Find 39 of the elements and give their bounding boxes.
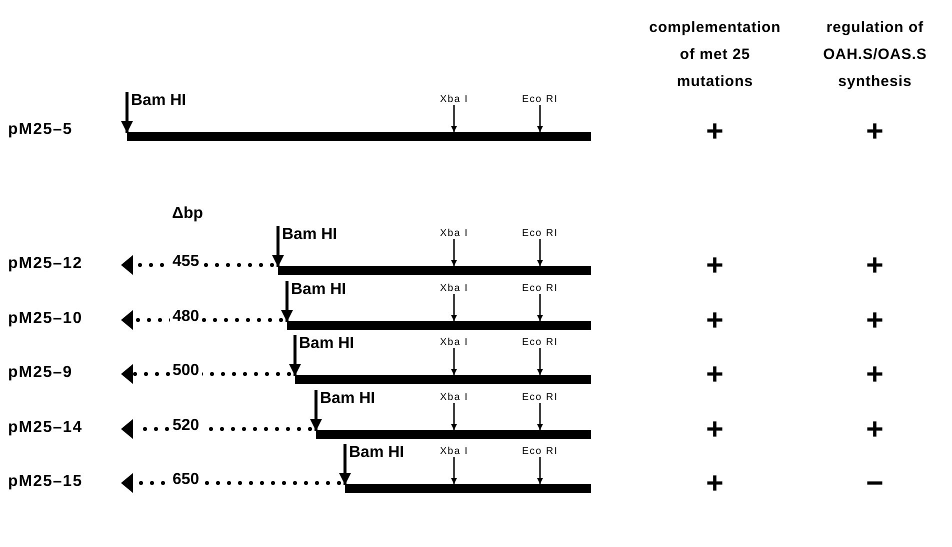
restriction-site-label: Bam HI: [299, 336, 354, 352]
column-header: regulation of OAH.S/OAS.S synthesis: [822, 18, 928, 92]
restriction-site-label: Xba I: [440, 284, 468, 294]
restriction-site-label: Xba I: [440, 393, 468, 403]
restriction-site-label: Xba I: [440, 229, 468, 239]
result-sign: +: [866, 117, 884, 147]
result-sign: +: [706, 415, 724, 445]
plasmid-label: pM25–10: [8, 311, 83, 327]
plasmid-label: pM25–15: [8, 474, 83, 490]
result-sign: +: [706, 469, 724, 499]
plasmid-label: pM25–5: [8, 122, 73, 138]
restriction-site-label: Bam HI: [131, 93, 186, 109]
restriction-site-label: Eco RI: [522, 95, 558, 105]
restriction-site-label: Bam HI: [282, 227, 338, 243]
result-sign: −: [866, 469, 884, 499]
restriction-site-label: Eco RI: [522, 338, 558, 348]
result-sign: +: [866, 415, 884, 445]
result-sign: +: [706, 117, 724, 147]
restriction-site-label: Eco RI: [522, 229, 558, 239]
restriction-site-label: Eco RI: [522, 284, 558, 294]
result-sign: +: [866, 360, 884, 390]
restriction-site-label: Eco RI: [522, 447, 558, 457]
column-header: complementation of met 25 mutations: [648, 18, 782, 92]
result-sign: +: [866, 251, 884, 281]
restriction-site-label: Bam HI: [349, 445, 404, 461]
restriction-site-label: Bam HI: [320, 391, 376, 407]
column-header: Δbp: [172, 206, 204, 222]
result-sign: +: [706, 306, 724, 336]
restriction-site-label: Xba I: [440, 447, 468, 457]
restriction-site-label: Bam HI: [291, 282, 346, 298]
restriction-site-label: Xba I: [440, 95, 468, 105]
result-sign: +: [866, 306, 884, 336]
plasmid-label: pM25–9: [8, 365, 73, 381]
result-sign: +: [706, 360, 724, 390]
restriction-site-label: Eco RI: [522, 393, 558, 403]
plasmid-label: pM25–12: [8, 256, 83, 272]
result-sign: +: [706, 251, 724, 281]
plasmid-label: pM25–14: [8, 420, 83, 436]
restriction-site-label: Xba I: [440, 338, 468, 348]
